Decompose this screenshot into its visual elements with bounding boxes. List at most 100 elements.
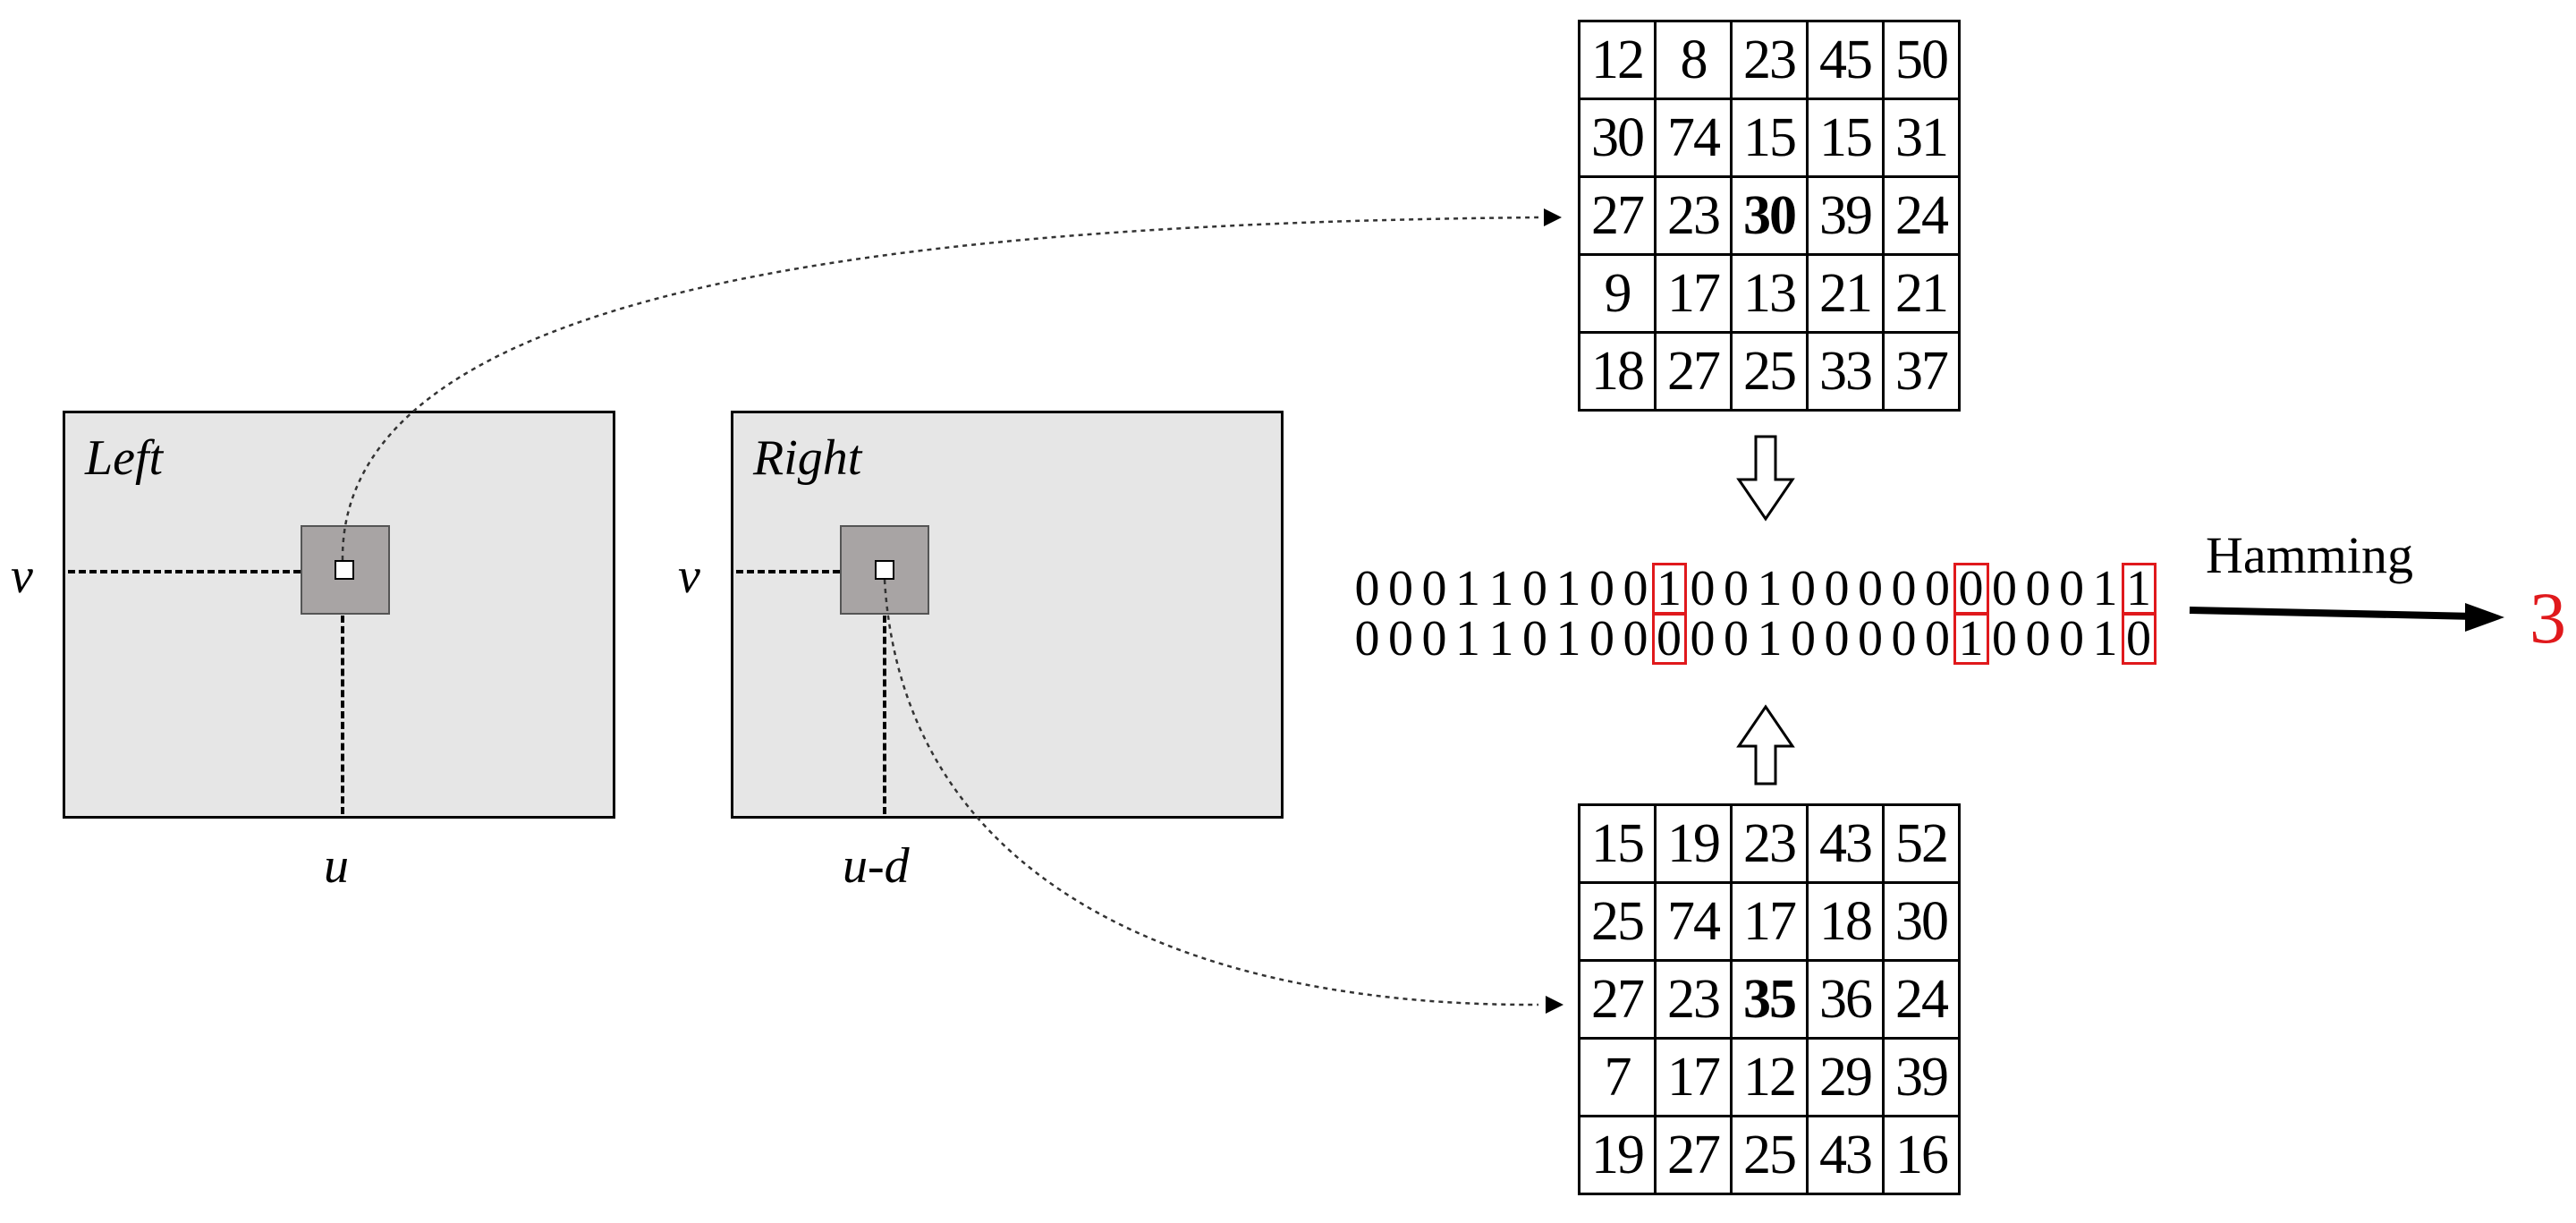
right-u-d-label: u-d (843, 838, 910, 894)
right-window-cell: 30 (1882, 881, 1961, 962)
census-left-bit: 0 (1623, 561, 1648, 616)
census-left-bit: 0 (1791, 561, 1817, 616)
left-window-cell: 27 (1578, 175, 1657, 256)
bottom-grid-arrowhead (1546, 996, 1563, 1014)
right-window-cell: 16 (1882, 1115, 1961, 1195)
right-window-cell: 24 (1882, 959, 1961, 1040)
census-right-bit: 0 (1891, 611, 1917, 667)
census-right-bit: 0 (1791, 611, 1817, 667)
census-right-bit: 0 (1824, 611, 1850, 667)
left-window-cell: 45 (1806, 20, 1885, 100)
right-window-cell: 23 (1730, 803, 1809, 884)
left-window-cell: 31 (1882, 98, 1961, 178)
right-to-bottom-grid-connector (883, 579, 1539, 1006)
census-left-bit: 0 (1824, 561, 1850, 616)
right-window-cell: 52 (1882, 803, 1961, 884)
left-window-cell: 50 (1882, 20, 1961, 100)
left-window-cell: 15 (1730, 98, 1809, 178)
hamming-arrowhead-icon (2465, 603, 2504, 632)
census-right-bit: 1 (2092, 611, 2118, 667)
right-window-cell: 15 (1578, 803, 1657, 884)
right-center-pixel (875, 560, 894, 580)
right-window-cell: 17 (1730, 881, 1809, 962)
census-right-differing-bit: 0 (1651, 613, 1687, 665)
census-left-bit: 0 (1522, 561, 1548, 616)
census-left-bit: 0 (1724, 561, 1750, 616)
census-right-differing-bit: 0 (2121, 613, 2157, 665)
left-window-cell: 9 (1578, 253, 1657, 334)
census-left-bit: 0 (1992, 561, 2018, 616)
census-left-bit: 1 (1488, 561, 1514, 616)
census-right-bit: 0 (1589, 611, 1615, 667)
census-left-bit: 0 (1891, 561, 1917, 616)
census-right-differing-bit: 1 (1953, 613, 1989, 665)
left-window-cell: 37 (1882, 331, 1961, 412)
left-window-cell: 30 (1578, 98, 1657, 178)
left-window-cell: 18 (1578, 331, 1657, 412)
left-window-cell: 21 (1806, 253, 1885, 334)
census-right-bit: 1 (1455, 611, 1481, 667)
left-window-cell: 21 (1882, 253, 1961, 334)
census-left-bit: 0 (2059, 561, 2085, 616)
left-image-title: Left (85, 430, 164, 486)
left-window-cell: 23 (1654, 175, 1733, 256)
left-window-cell: 17 (1654, 253, 1733, 334)
census-left-bit: 0 (2025, 561, 2051, 616)
right-window-cell: 19 (1578, 1115, 1657, 1195)
census-left-differing-bit: 1 (1651, 563, 1687, 615)
left-center-pixel (335, 560, 354, 580)
right-window-cell: 29 (1806, 1037, 1885, 1117)
left-window-center-value: 30 (1730, 175, 1809, 256)
census-left-bit: 1 (1455, 561, 1481, 616)
census-left-differing-bit: 1 (2121, 563, 2157, 615)
left-window-cell: 33 (1806, 331, 1885, 412)
left-row-guide (68, 570, 301, 573)
left-window-cell: 13 (1730, 253, 1809, 334)
right-window-cell: 25 (1730, 1115, 1809, 1195)
census-left-bit: 0 (1421, 561, 1447, 616)
left-image-panel: Left (63, 411, 615, 819)
right-window-cell: 25 (1578, 881, 1657, 962)
right-col-guide (883, 616, 886, 814)
right-window-cell: 12 (1730, 1037, 1809, 1117)
left-u-label: u (324, 838, 349, 894)
down-arrow-icon (1736, 435, 1795, 522)
census-left-bit: 0 (1354, 561, 1380, 616)
right-window-center-value: 35 (1730, 959, 1809, 1040)
right-window-cell: 19 (1654, 803, 1733, 884)
left-v-label: v (11, 548, 33, 604)
right-window-cell: 36 (1806, 959, 1885, 1040)
right-image-title: Right (753, 430, 862, 486)
census-right-bit: 0 (1388, 611, 1414, 667)
census-right-bit: 1 (1488, 611, 1514, 667)
left-window-cell: 23 (1730, 20, 1809, 100)
census-left-bit: 0 (1690, 561, 1716, 616)
left-window-cell: 8 (1654, 20, 1733, 100)
right-window-cell: 27 (1654, 1115, 1733, 1195)
right-window-cell: 23 (1654, 959, 1733, 1040)
census-right-bit: 1 (1757, 611, 1783, 667)
census-left-bit: 0 (1388, 561, 1414, 616)
right-window-cell: 27 (1578, 959, 1657, 1040)
census-right-bit: 0 (1421, 611, 1447, 667)
right-window-cell: 7 (1578, 1037, 1657, 1117)
right-window-cell: 18 (1806, 881, 1885, 962)
left-window-cell: 25 (1730, 331, 1809, 412)
census-left-bit: 0 (1858, 561, 1884, 616)
left-window-cell: 39 (1806, 175, 1885, 256)
census-right-bit: 0 (2025, 611, 2051, 667)
left-col-guide (341, 616, 344, 814)
left-window-cell: 27 (1654, 331, 1733, 412)
left-window-cell: 74 (1654, 98, 1733, 178)
